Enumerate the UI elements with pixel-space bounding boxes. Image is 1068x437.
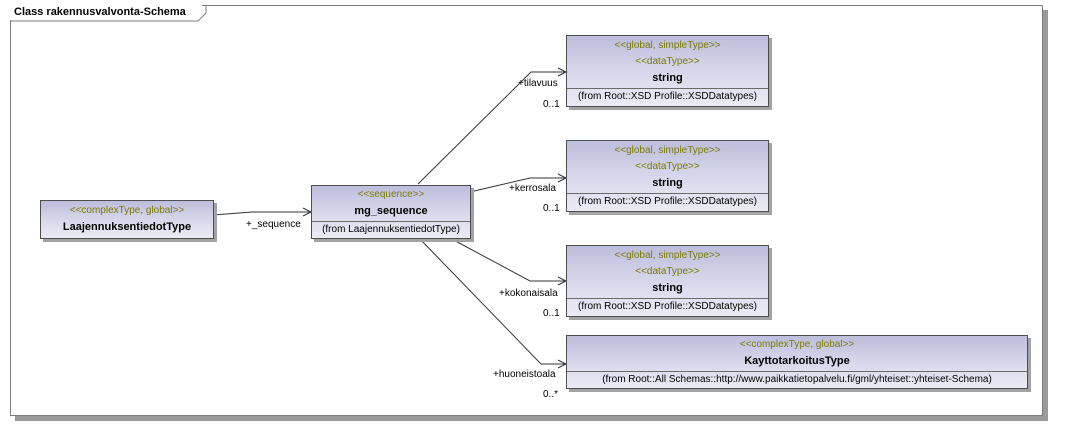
class-kayttotarkoitustype[interactable]: <<complexType, global>> KayttotarkoitusT… — [566, 335, 1028, 389]
class-string-kerrosala[interactable]: <<global, simpleType>> <<dataType>> stri… — [566, 140, 769, 212]
stereotype-label: <<global, simpleType>> — [614, 40, 721, 51]
class-string-kokonaisala[interactable]: <<global, simpleType>> <<dataType>> stri… — [566, 245, 769, 317]
stereotype-label: <<dataType>> — [635, 266, 700, 277]
association-huoneistoala — [417, 236, 566, 365]
multiplicity-kerrosala: 0..1 — [543, 203, 560, 214]
class-name: string — [652, 282, 683, 294]
role-label-kerrosala: +kerrosala — [509, 183, 556, 194]
stereotype-label: <<sequence>> — [357, 189, 425, 200]
class-name: string — [652, 72, 683, 84]
stereotype-label: <<global, simpleType>> — [614, 145, 721, 156]
association-kokonaisala — [447, 236, 566, 282]
stereotype-label: <<complexType, global>> — [69, 205, 185, 216]
class-origin: (from Root::XSD Profile::XSDDatatypes) — [567, 193, 768, 209]
association-kerrosala — [469, 177, 566, 193]
class-string-tilavuus[interactable]: <<global, simpleType>> <<dataType>> stri… — [566, 35, 769, 107]
role-label-tilavuus: +tilavuus — [518, 78, 558, 89]
role-label-huoneistoala: +huoneistoala — [493, 369, 556, 380]
frame-title: Class rakennusvalvonta-Schema — [10, 5, 202, 20]
class-mg-sequence[interactable]: <<sequence>> mg_sequence (from Laajennuk… — [311, 185, 471, 239]
class-origin: (from Root::XSD Profile::XSDDatatypes) — [567, 298, 768, 314]
class-origin: (from LaajennuksentiedotType) — [312, 221, 470, 237]
class-name: KayttotarkoitusType — [744, 355, 850, 367]
multiplicity-huoneistoala: 0..* — [543, 389, 559, 400]
multiplicity-tilavuus: 0..1 — [543, 99, 560, 110]
stereotype-label: <<dataType>> — [635, 56, 700, 67]
frame-title-tab-border — [10, 5, 207, 22]
class-origin: (from Root::XSD Profile::XSDDatatypes) — [567, 88, 768, 104]
class-name: string — [652, 177, 683, 189]
association-sequence — [212, 211, 311, 216]
role-label-sequence: +_sequence — [246, 219, 301, 230]
class-name: mg_sequence — [354, 205, 428, 217]
role-label-kokonaisala: +kokonaisala — [499, 288, 558, 299]
class-origin: (from Root::All Schemas::http://www.paik… — [567, 371, 1027, 387]
class-name: LaajennuksentiedotType — [62, 221, 192, 233]
stereotype-label: <<dataType>> — [635, 161, 700, 172]
stereotype-label: <<complexType, global>> — [739, 339, 855, 350]
association-tilavuus — [417, 71, 566, 185]
class-laajennuksentiedottype[interactable]: <<complexType, global>> Laajennuksentied… — [40, 200, 214, 239]
multiplicity-kokonaisala: 0..1 — [543, 308, 560, 319]
stereotype-label: <<global, simpleType>> — [614, 250, 721, 261]
